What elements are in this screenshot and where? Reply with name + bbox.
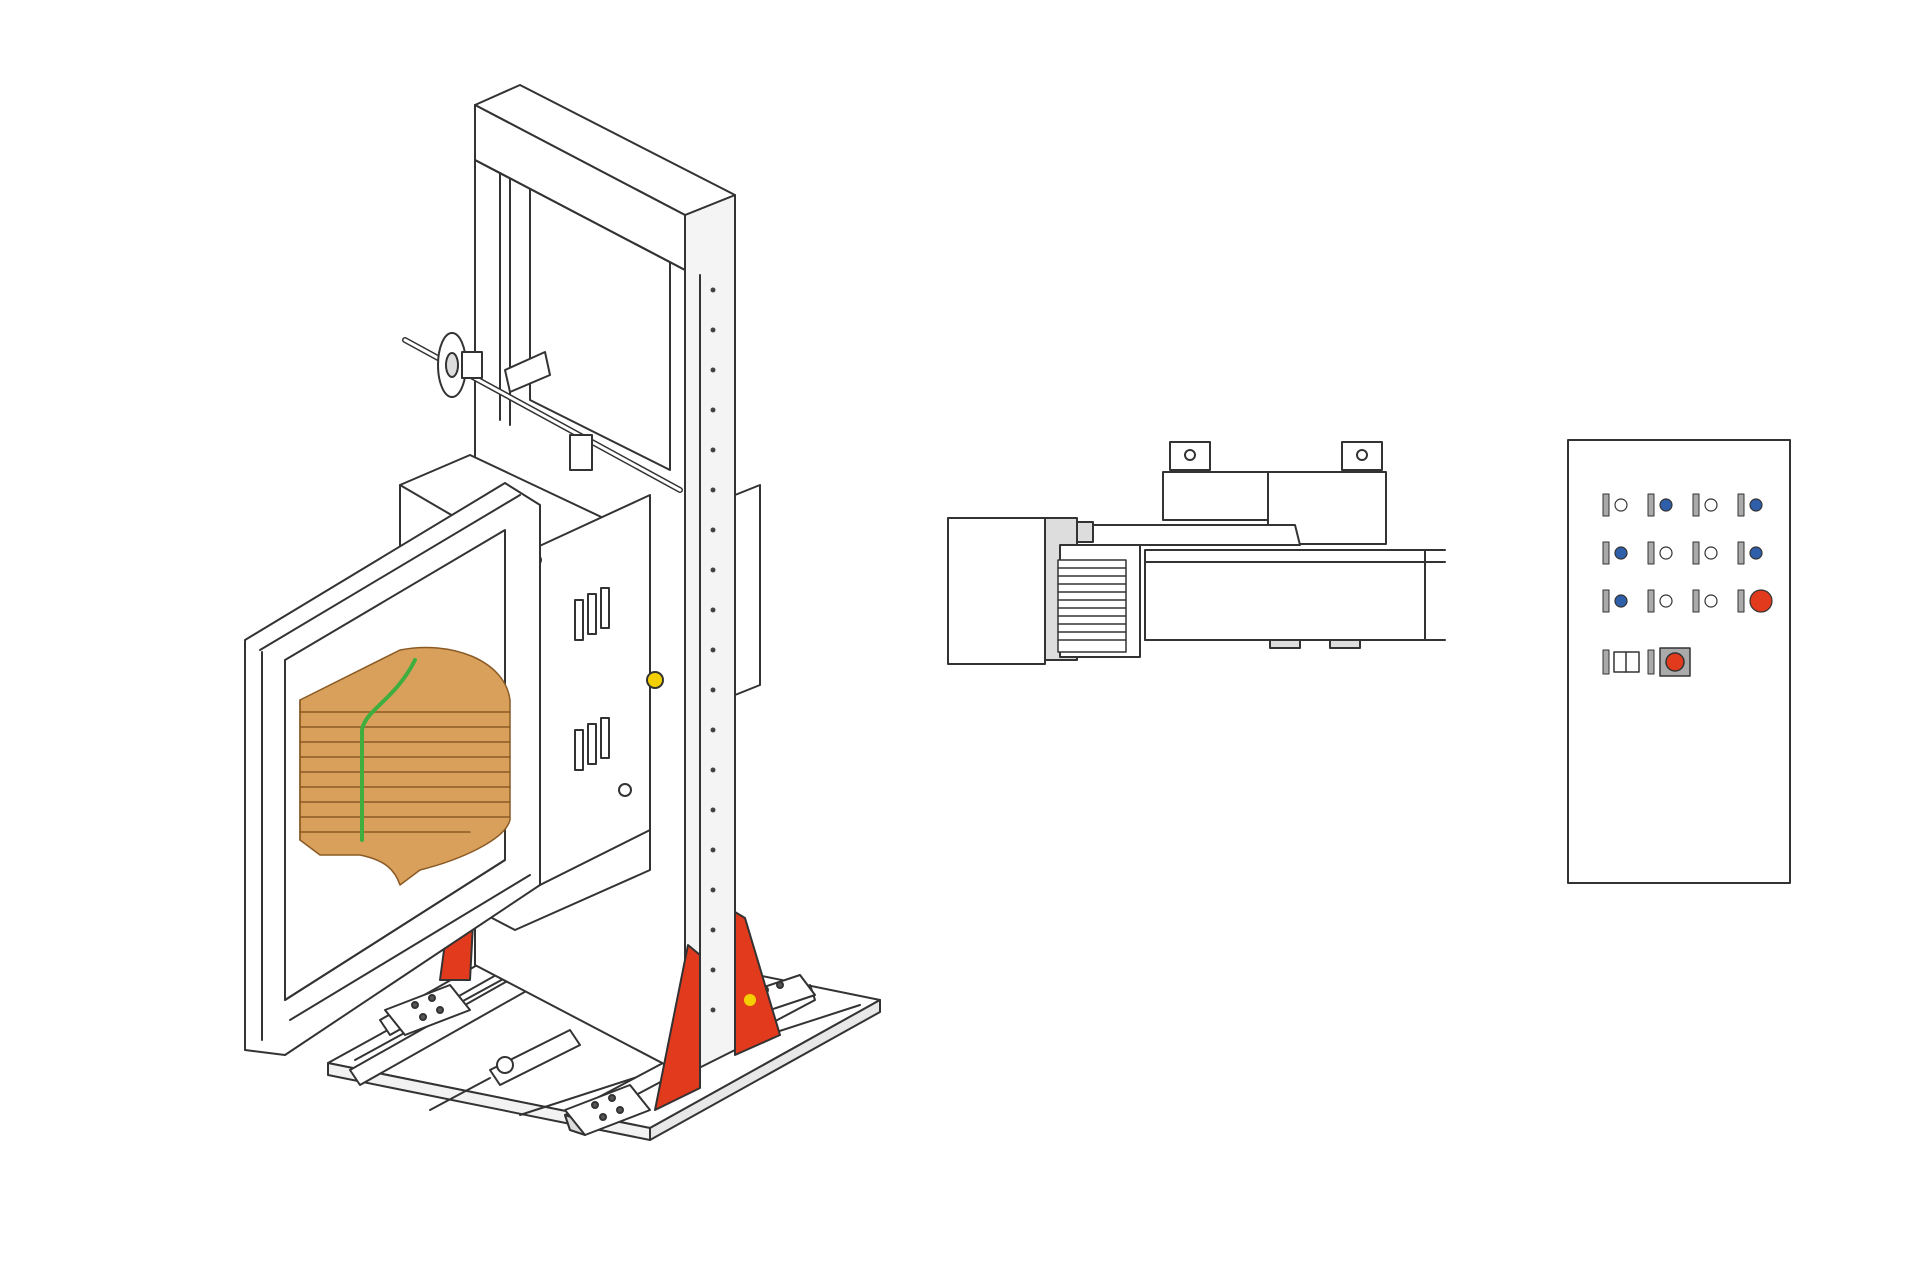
indicator-light[interactable] bbox=[1614, 594, 1628, 608]
indicator-mount bbox=[1737, 589, 1745, 613]
indicator-light[interactable] bbox=[1614, 546, 1628, 560]
right-red-bracket-front bbox=[734, 911, 781, 1056]
right-red-bracket-back bbox=[654, 944, 701, 1111]
strap-band bbox=[360, 658, 417, 842]
indicator-mount bbox=[1692, 589, 1700, 613]
indicator-mount bbox=[1602, 493, 1610, 517]
strapping-machine-top-view bbox=[947, 441, 1446, 665]
indicator-mount bbox=[1647, 589, 1655, 613]
stop-indicator-light[interactable] bbox=[1749, 589, 1773, 613]
indicator-light[interactable] bbox=[1704, 546, 1718, 560]
indicator-mount bbox=[1647, 493, 1655, 517]
indicator-mount bbox=[1737, 541, 1745, 565]
indicator-mount bbox=[1737, 493, 1745, 517]
indicator-light[interactable] bbox=[1659, 594, 1673, 608]
handwheel bbox=[402, 332, 683, 493]
indicator-mount bbox=[1692, 493, 1700, 517]
top-view-base-block bbox=[947, 517, 1046, 665]
indicator-light[interactable] bbox=[1704, 594, 1718, 608]
bottom-controls bbox=[1602, 647, 1691, 677]
indicator-mount bbox=[1602, 541, 1610, 565]
indicator-mount bbox=[1692, 541, 1700, 565]
indicator-lights bbox=[1602, 493, 1773, 613]
indicator-mount bbox=[1647, 541, 1655, 565]
indicator-mount bbox=[1602, 589, 1610, 613]
bracket-warning-dot bbox=[744, 994, 756, 1006]
indicator-light[interactable] bbox=[1749, 498, 1763, 512]
head-warning-dot bbox=[646, 671, 664, 689]
top-view-strap-coil bbox=[1057, 559, 1127, 653]
mast-holes bbox=[710, 287, 716, 1013]
top-view-conveyor bbox=[1144, 549, 1426, 641]
indicator-light[interactable] bbox=[1749, 546, 1763, 560]
indicator-light[interactable] bbox=[1704, 498, 1718, 512]
indicator-light[interactable] bbox=[1614, 498, 1628, 512]
pipe-stack bbox=[299, 646, 511, 886]
indicator-light[interactable] bbox=[1659, 498, 1673, 512]
indicator-light[interactable] bbox=[1659, 546, 1673, 560]
side-bracket-box bbox=[734, 484, 761, 696]
pneumatic-cylinder bbox=[429, 1029, 581, 1111]
strapping-machine-isometric bbox=[244, 84, 881, 1141]
control-cabinet-front bbox=[1567, 439, 1791, 884]
top-view-motor-left bbox=[1162, 471, 1269, 521]
